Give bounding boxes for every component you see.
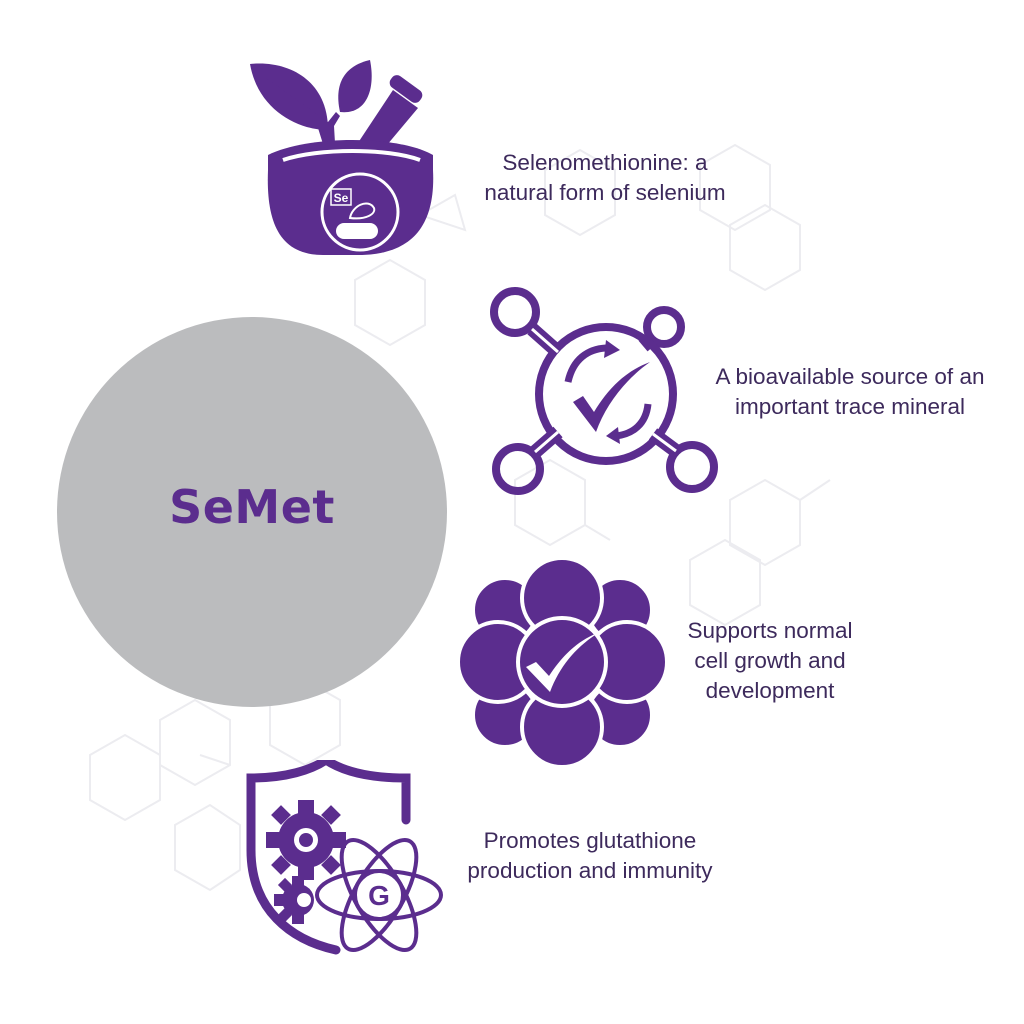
shield-gears-atom-icon: G	[246, 754, 446, 960]
benefit-4-label: Promotes glutathione production and immu…	[440, 826, 740, 886]
benefit-2-label: A bioavailable source of an important tr…	[690, 362, 1010, 422]
molecule-check-cycle-icon	[488, 284, 724, 498]
benefit-4-line-1: Promotes glutathione	[483, 828, 697, 853]
benefit-3-line-3: development	[705, 678, 835, 703]
semet-center-circle: SeMet	[57, 317, 447, 707]
benefit-3-label: Supports normal cell growth and developm…	[660, 616, 880, 706]
benefit-2-line-2: important trace mineral	[734, 394, 966, 419]
cell-cluster-check-icon	[456, 556, 669, 769]
benefit-3-line-1: Supports normal	[687, 618, 853, 643]
benefit-1-line-2: natural form of selenium	[484, 180, 726, 205]
benefit-1-label: Selenomethionine: a natural form of sele…	[445, 148, 765, 208]
benefit-1-line-1: Selenomethionine: a	[502, 150, 708, 175]
svg-text:Se: Se	[334, 191, 349, 205]
svg-text:G: G	[368, 880, 390, 911]
benefit-3-line-2: cell growth and	[694, 648, 846, 673]
mortar-pestle-plant-icon: Se	[248, 60, 448, 260]
benefit-2-line-1: A bioavailable source of an	[715, 364, 985, 389]
benefit-4-line-2: production and immunity	[467, 858, 713, 883]
center-title: SeMet	[169, 480, 335, 534]
